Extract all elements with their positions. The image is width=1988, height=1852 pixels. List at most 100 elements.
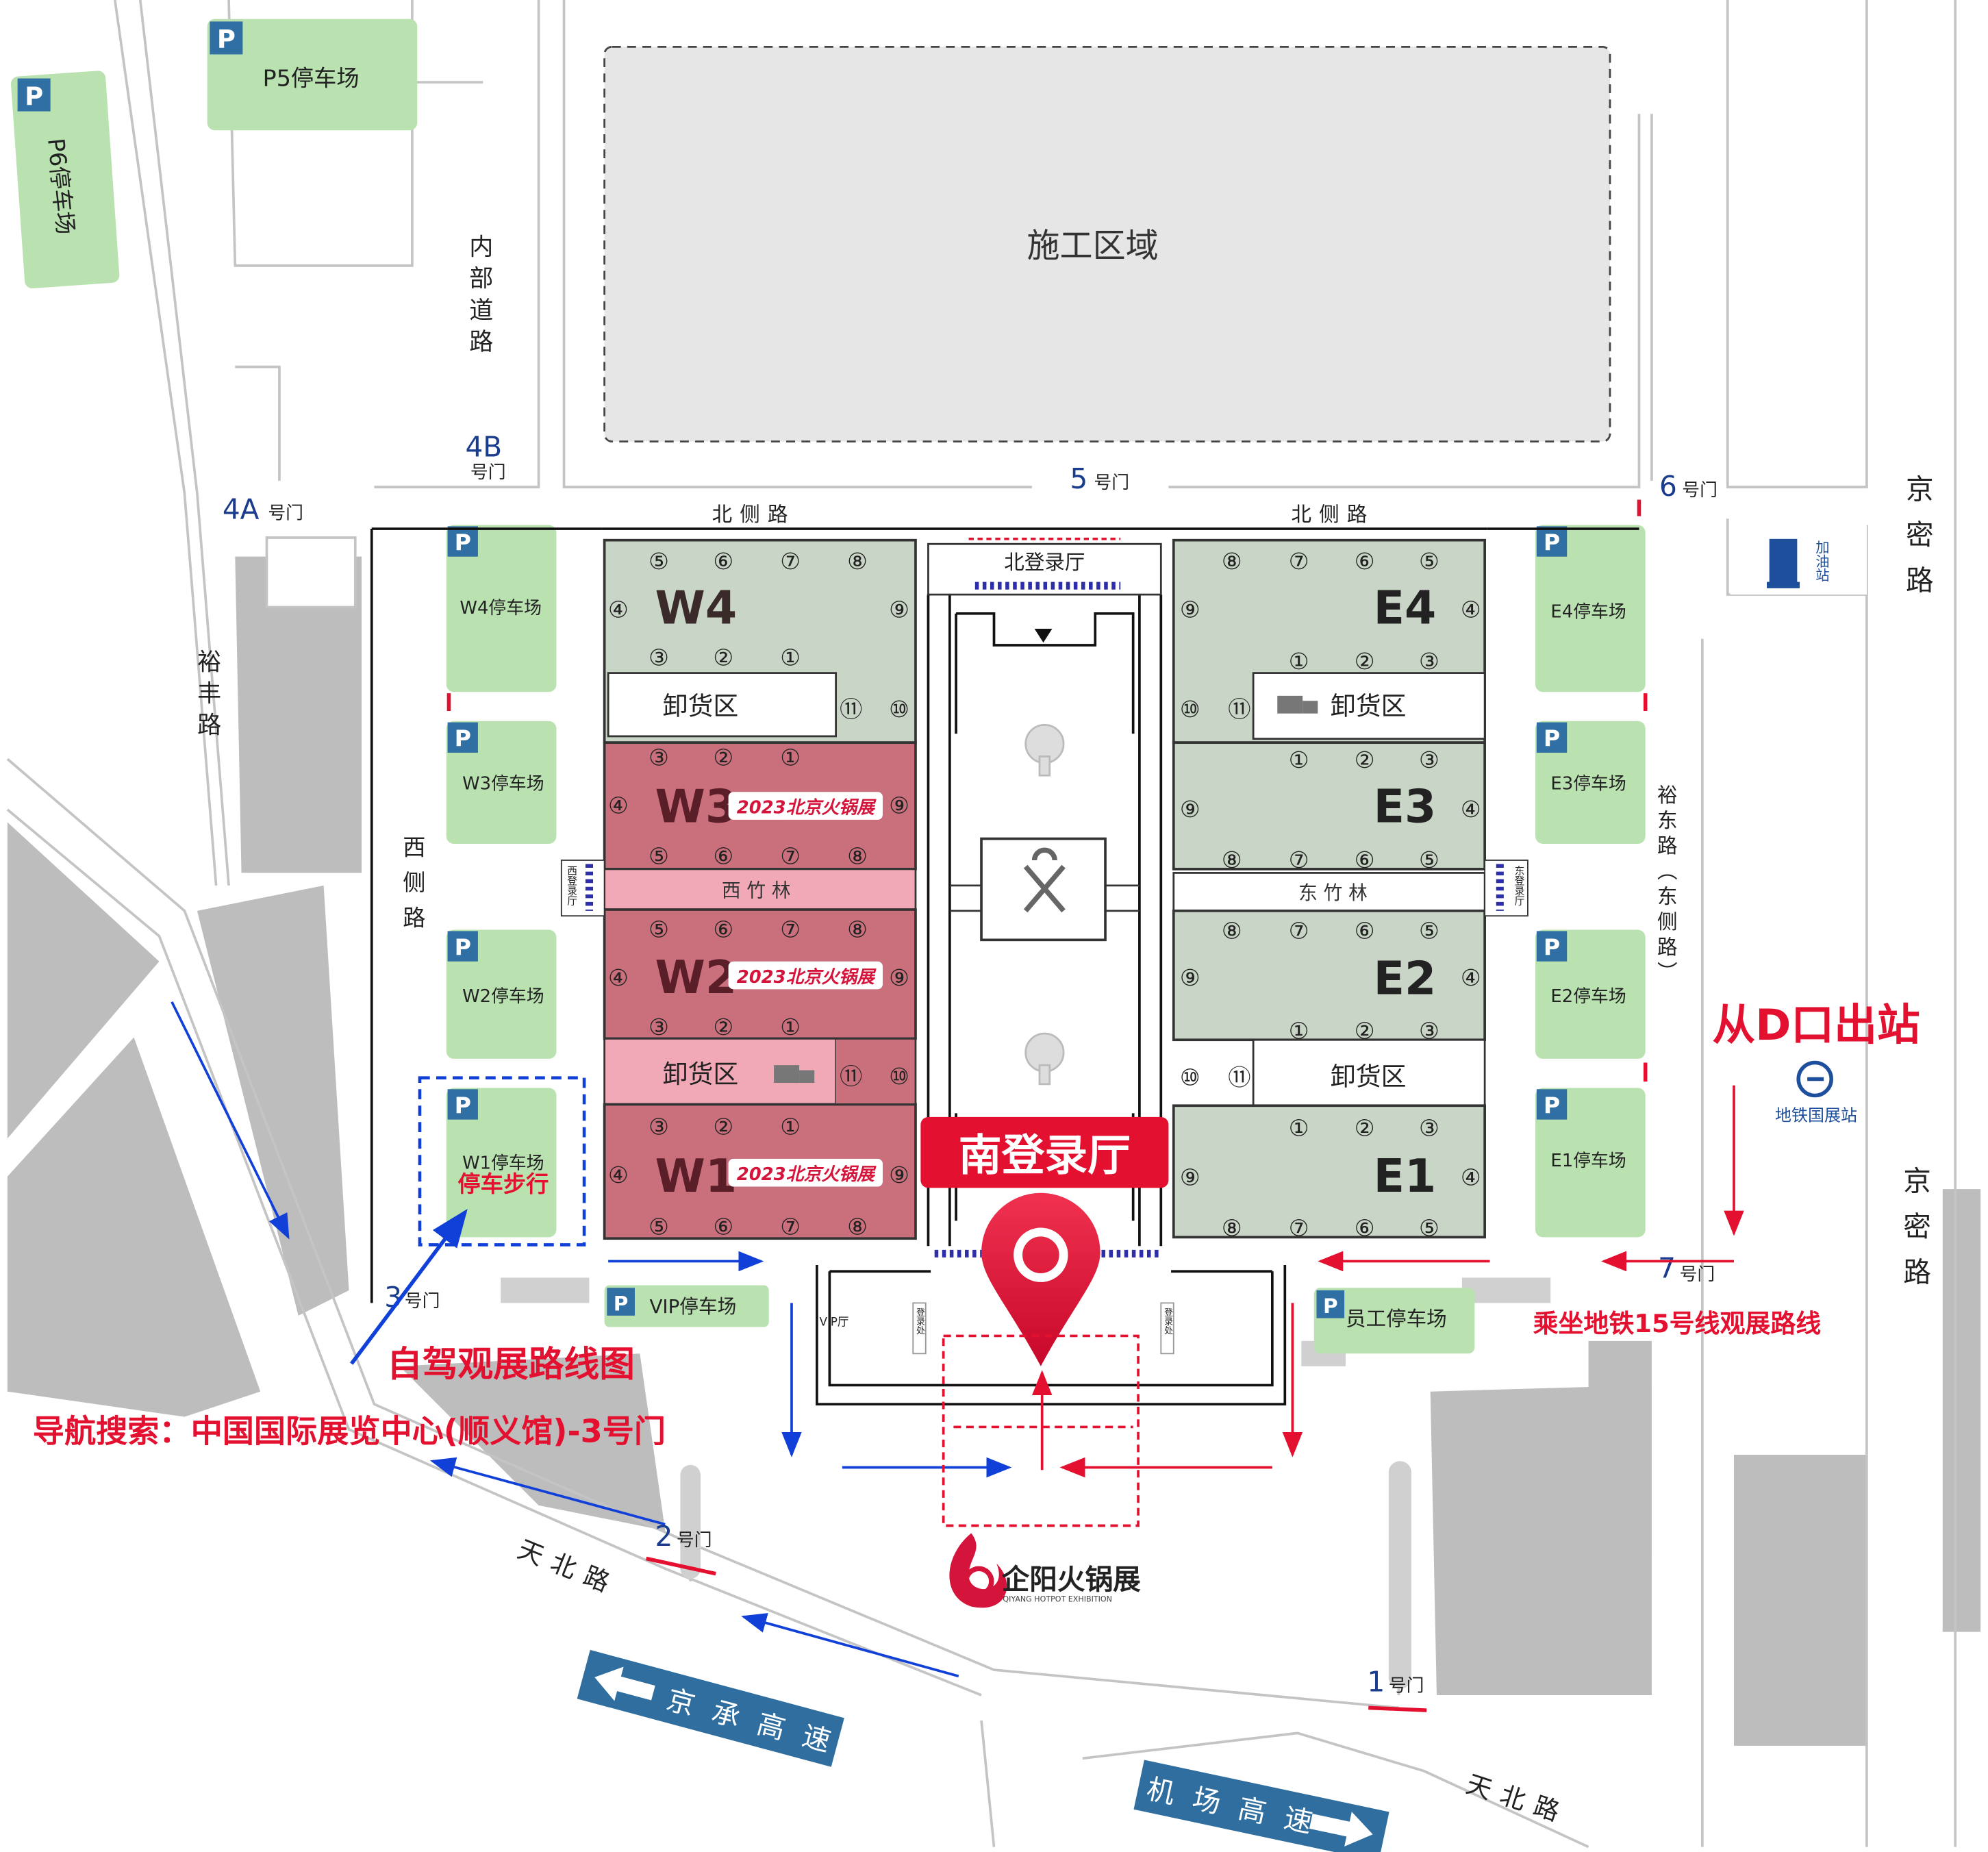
zone-number: ③ — [649, 645, 669, 671]
hall-e3[interactable] — [1172, 741, 1486, 871]
parking-e1[interactable] — [1535, 1088, 1646, 1238]
road-labels: 北侧路 北侧路 内部道路 西侧路 裕丰路 裕东路（东侧路） 京密路 京密路 天北… — [193, 234, 1934, 1830]
zone-number: ④ — [1461, 796, 1481, 823]
park-walk-label: 停车步行 — [457, 1171, 549, 1197]
parking-e1-label: E1停车场 — [1550, 1151, 1626, 1171]
zone-number: ⑧ — [847, 916, 868, 943]
zone-number: ⑤ — [1419, 917, 1439, 944]
zone-number: ⑤ — [1419, 847, 1439, 873]
parking-icon — [447, 722, 478, 753]
zone-number: ④ — [1461, 964, 1481, 991]
zone-number: ⑦ — [780, 548, 801, 575]
east-lobby[interactable] — [1484, 860, 1528, 917]
parking-w4[interactable] — [446, 525, 557, 692]
zone-number: ③ — [1419, 1115, 1439, 1142]
road-line-8 — [1726, 0, 1868, 488]
zone-number: ⑦ — [1289, 917, 1309, 944]
parking-icon — [1536, 526, 1568, 557]
hall-w1-label: W1 — [655, 1149, 738, 1203]
fork-knife-icon — [1023, 847, 1066, 913]
expo-banner-w1 — [728, 1158, 883, 1187]
parking-staff[interactable] — [1313, 1288, 1475, 1354]
parking-icon — [607, 1288, 635, 1316]
zone-number: ④ — [608, 596, 629, 623]
zone-number: ① — [780, 645, 801, 671]
west-road-label: 西侧路 — [399, 835, 425, 941]
west-bamboo-label: 西 竹 林 — [722, 879, 791, 902]
zone-number: ③ — [1419, 1017, 1439, 1044]
jingmi-road-label-north: 京密路 — [1901, 474, 1934, 611]
east-lobby-label: 东登录厅 — [1513, 865, 1525, 905]
tree-icon — [1024, 1032, 1065, 1086]
vip-hall-label: VIP厅 — [820, 1316, 849, 1329]
parking-p5[interactable] — [207, 18, 418, 131]
parking-icon-letter: P — [614, 1292, 629, 1315]
road-line-3 — [6, 758, 1399, 1710]
expo-banner-w3-text: 2023北京火锅展 — [737, 798, 877, 818]
expo-logo: 企阳火锅展 QIYANG HOTPOT EXHIBITION — [949, 1533, 1141, 1608]
parking-vip[interactable] — [604, 1285, 769, 1327]
parking-icon-letter: P — [1323, 1294, 1338, 1318]
parking-icon — [447, 526, 478, 557]
unload-area-e2 — [1252, 1038, 1486, 1107]
north-arrow-down-icon — [1034, 628, 1053, 643]
parking-w1[interactable] — [446, 1088, 557, 1238]
west-bamboo-grove — [603, 868, 917, 911]
parking-w2-label: W2停车场 — [462, 986, 544, 1007]
gate-7-suffix: 号门 — [1680, 1264, 1715, 1285]
truck-icon — [799, 1070, 815, 1084]
parking-w2[interactable] — [446, 929, 557, 1059]
zone-number: ① — [780, 1014, 801, 1040]
zone-number: ⑥ — [713, 842, 733, 869]
zone-number: ⑨ — [1180, 1164, 1200, 1191]
curb-1 — [265, 536, 357, 609]
inner-road-label: 内部道路 — [465, 234, 493, 361]
hall-e1-label: E1 — [1374, 1149, 1437, 1203]
expo-banner-w2-text: 2023北京火锅展 — [737, 967, 877, 988]
parking-icon — [1316, 1290, 1345, 1318]
register-west-label: 登录处 — [914, 1308, 924, 1335]
zone-number: ③ — [649, 1114, 669, 1140]
south-lobby-badge[interactable] — [920, 1116, 1169, 1188]
zone-number: ③ — [649, 1014, 669, 1040]
hall-w3-label: W3 — [655, 780, 738, 834]
zone-number: ③ — [1419, 648, 1439, 675]
construction-area — [603, 45, 1611, 442]
parking-icon-letters: P P P P P P P P P P — [455, 529, 1561, 1318]
parking-e4[interactable] — [1535, 525, 1646, 692]
zone-number: ⑤ — [649, 842, 669, 869]
truck-icon — [1303, 701, 1318, 714]
halls-layer: 北登录厅 — [560, 537, 1528, 1257]
gate-4a-num: 4A — [223, 492, 260, 525]
parking-p6[interactable] — [10, 71, 120, 289]
gate-3-suffix: 号门 — [405, 1291, 440, 1312]
parking-icon-letter: P — [1544, 529, 1560, 555]
hall-e2[interactable] — [1172, 909, 1486, 1042]
route-blue-7 — [350, 1208, 468, 1365]
west-lobby[interactable] — [560, 860, 605, 917]
expo-banners: 2023北京火锅展 2023北京火锅展 2023北京火锅展 — [728, 792, 883, 1187]
parking-w4-label: W4停车场 — [460, 598, 542, 618]
zone-number: ② — [713, 1014, 733, 1040]
zone-number: ⑥ — [1355, 1215, 1375, 1242]
zone-number: ⑨ — [889, 792, 909, 819]
gray-block-southwest — [399, 1353, 666, 1531]
parking-e4-label: E4停车场 — [1550, 601, 1626, 622]
zone-number: ⑧ — [847, 548, 868, 575]
driving-route-label: 自驾观展路线图 — [387, 1344, 635, 1386]
parking-e2[interactable] — [1535, 929, 1646, 1059]
zone-number: ⑦ — [780, 916, 801, 943]
hall-e1[interactable] — [1172, 1104, 1486, 1239]
parking-icon-letter: P — [217, 25, 236, 54]
zone-number: ⑪ — [1228, 696, 1250, 723]
parking-icon — [17, 78, 51, 112]
sign-jingcheng-bg — [574, 1647, 848, 1770]
